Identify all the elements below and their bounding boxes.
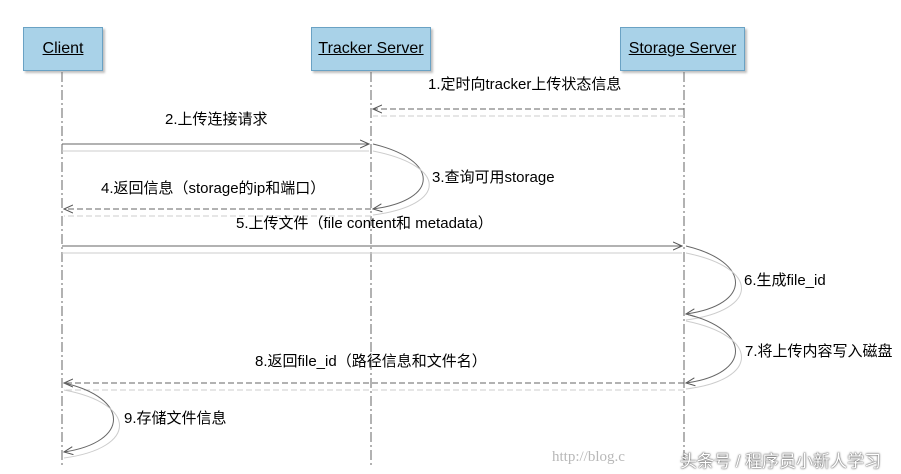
- message-2-label: 2.上传连接请求: [165, 111, 268, 128]
- message-6-label: 6.生成file_id: [744, 272, 826, 289]
- message-9-label: 9.存储文件信息: [124, 410, 227, 427]
- message-1-label: 1.定时向tracker上传状态信息: [428, 76, 622, 93]
- message-4-label: 4.返回信息（storage的ip和端口）: [101, 180, 326, 197]
- message-8-arrow: [64, 383, 684, 391]
- message-4-arrow: [64, 209, 371, 217]
- message-5-arrow: [62, 246, 682, 254]
- watermark-brand: 头条号 / 程序员小新人学习: [680, 452, 882, 471]
- message-7-self-arrow: [686, 313, 742, 390]
- message-1-arrow: [373, 109, 684, 117]
- message-9-self-arrow: [64, 382, 120, 459]
- tracker-server-actor: Tracker Server: [311, 27, 431, 71]
- watermark-url: http://blog.c: [552, 449, 625, 465]
- message-3-self-arrow: [373, 143, 430, 216]
- message-8-label: 8.返回file_id（路径信息和文件名）: [255, 353, 487, 370]
- message-6-self-arrow: [686, 245, 742, 321]
- message-5-label: 5.上传文件（file content和 metadata）: [236, 215, 493, 232]
- client-actor: Client: [23, 27, 103, 71]
- storage-server-actor: Storage Server: [620, 27, 745, 71]
- message-3-label: 3.查询可用storage: [432, 169, 555, 186]
- message-7-label: 7.将上传内容写入磁盘: [745, 343, 893, 360]
- message-2-arrow: [62, 144, 369, 152]
